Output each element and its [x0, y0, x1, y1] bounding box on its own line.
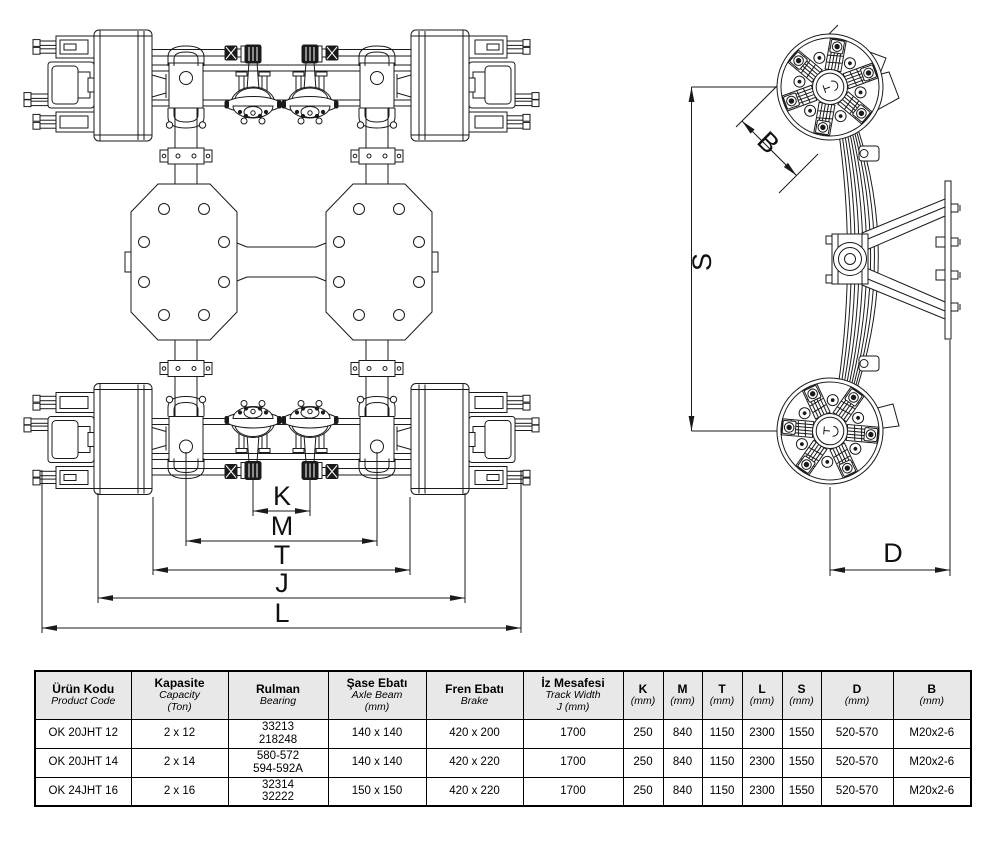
- dim-label-k: K: [273, 481, 291, 511]
- dim-label-j: J: [275, 568, 289, 598]
- dimension-lines-side: S B D: [687, 87, 951, 576]
- col-header-8: T(mm): [701, 670, 743, 720]
- table-cell: 520-570: [820, 747, 894, 778]
- table-cell: 250: [622, 776, 664, 807]
- dimension-lines-plan: K M T J L: [41, 452, 522, 633]
- table-cell: 1550: [781, 776, 822, 807]
- col-header-10: S(mm): [781, 670, 822, 720]
- dim-label-b: B: [751, 126, 785, 160]
- frame-bolts: [935, 203, 961, 312]
- table-cell: 1550: [781, 718, 822, 749]
- table-cell: 1150: [701, 747, 743, 778]
- col-header-7: M(mm): [662, 670, 703, 720]
- table-cell: M20x2-6: [892, 718, 972, 749]
- col-header-6: K(mm): [622, 670, 664, 720]
- table-cell: OK 20JHT 12: [34, 718, 132, 749]
- table-cell: M20x2-6: [892, 747, 972, 778]
- side-view: S B D: [687, 19, 961, 576]
- table-cell: 840: [662, 776, 703, 807]
- table-cell: 2 x 12: [130, 718, 229, 749]
- table-cell: 840: [662, 747, 703, 778]
- dim-label-m: M: [271, 511, 294, 541]
- table-cell: OK 20JHT 14: [34, 747, 132, 778]
- table-cell: 1700: [522, 776, 624, 807]
- table-cell: 1150: [701, 776, 743, 807]
- col-header-11: D(mm): [820, 670, 894, 720]
- technical-drawing: K M T J L: [0, 0, 961, 633]
- dim-label-s: S: [687, 253, 717, 271]
- table-cell: 2300: [741, 776, 783, 807]
- table-cell: 2300: [741, 718, 783, 749]
- table-cell: 250: [622, 747, 664, 778]
- table-cell: 140 x 140: [327, 718, 427, 749]
- table-cell: 1550: [781, 747, 822, 778]
- table-cell: 1150: [701, 718, 743, 749]
- dim-label-t: T: [274, 540, 291, 570]
- table-cell: 2 x 14: [130, 747, 229, 778]
- table-cell: OK 24JHT 16: [34, 776, 132, 807]
- table-cell: 840: [662, 718, 703, 749]
- col-header-12: B(mm): [892, 670, 972, 720]
- table-cell: 520-570: [820, 776, 894, 807]
- table-cell: 140 x 140: [327, 747, 427, 778]
- trunnion-bracket: [825, 180, 961, 340]
- table-cell: 2 x 16: [130, 776, 229, 807]
- table-cell: 2300: [741, 747, 783, 778]
- table-cell: 520-570: [820, 718, 894, 749]
- dim-label-d: D: [883, 538, 903, 568]
- table-cell: 420 x 220: [425, 776, 524, 807]
- col-header-9: L(mm): [741, 670, 783, 720]
- table-cell: 250: [622, 718, 664, 749]
- table-cell: 420 x 200: [425, 718, 524, 749]
- table-cell: 420 x 220: [425, 747, 524, 778]
- dim-label-l: L: [274, 598, 289, 628]
- table-cell: 150 x 150: [327, 776, 427, 807]
- table-cell: 1700: [522, 747, 624, 778]
- wheel-hub-bottom: [773, 374, 888, 489]
- plan-view: K M T J L: [24, 30, 539, 633]
- table-cell: 1700: [522, 718, 624, 749]
- table-cell: M20x2-6: [892, 776, 972, 807]
